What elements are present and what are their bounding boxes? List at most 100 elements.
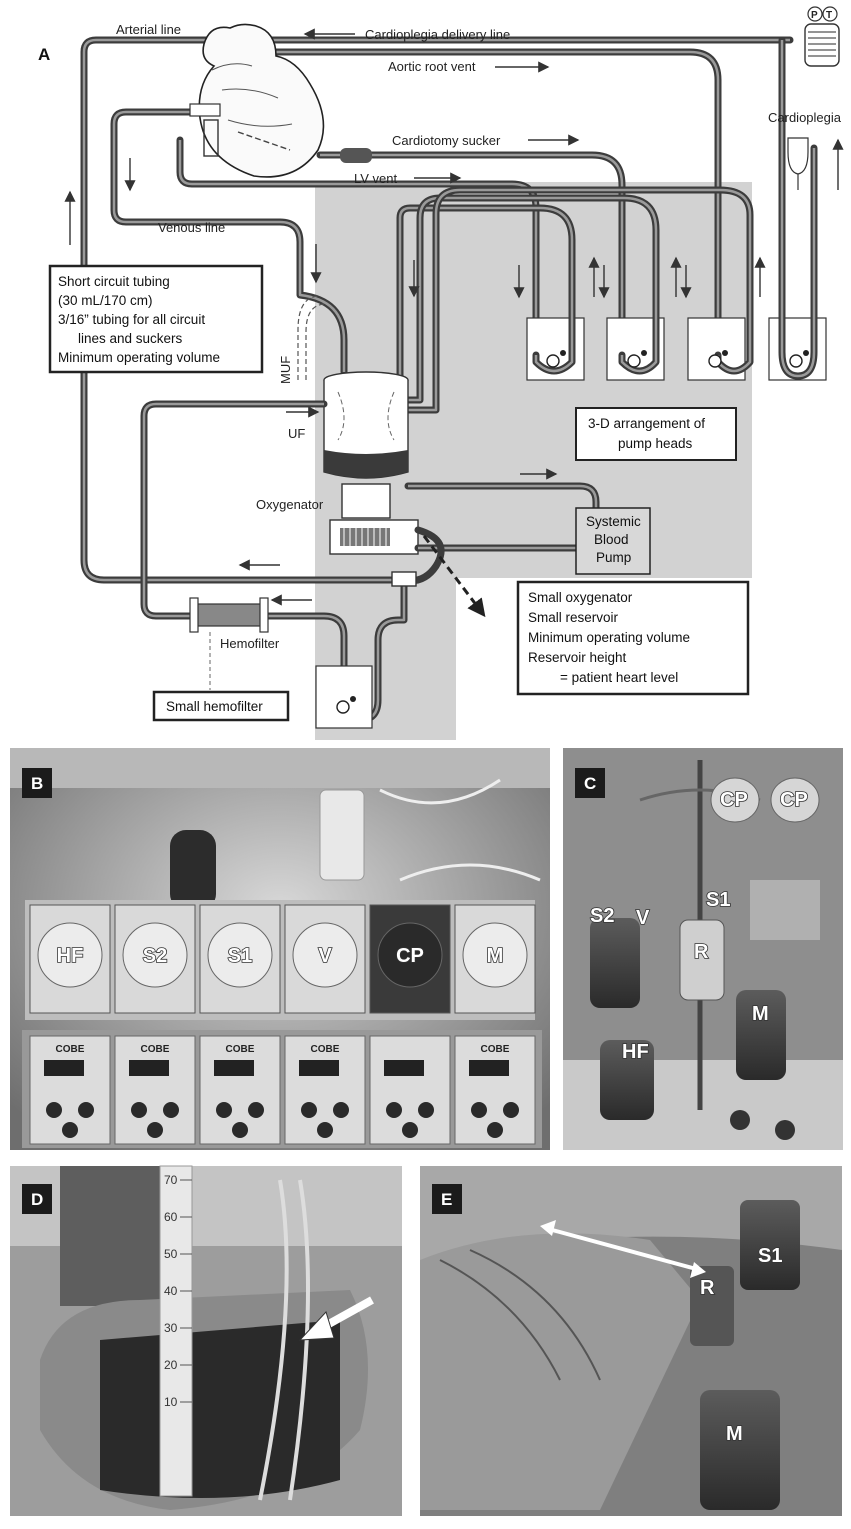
pump-label: S2 xyxy=(143,945,167,967)
panel-d-photo: 70 60 50 40 30 20 10 D xyxy=(10,1166,402,1516)
c-label-m: M xyxy=(752,1003,769,1025)
e-label-s1: S1 xyxy=(758,1245,782,1267)
console-display xyxy=(214,1060,254,1076)
heat-exchanger: P T xyxy=(805,7,839,66)
panel-e-photo: E S1 R M xyxy=(420,1166,842,1516)
scale-tick-label: 50 xyxy=(164,1247,178,1261)
console-brand: COBE xyxy=(226,1044,255,1055)
text-line: Systemic xyxy=(586,514,641,529)
c-label-s1: S1 xyxy=(706,889,730,911)
c-label-v: V xyxy=(636,907,650,929)
console-knob xyxy=(503,1102,519,1118)
console-brand: COBE xyxy=(141,1044,170,1055)
c-label-s2: S2 xyxy=(590,905,614,927)
text-line: Blood xyxy=(594,532,629,547)
label-cardioplegia-delivery-line: Cardioplegia delivery line xyxy=(365,27,510,42)
console-display xyxy=(44,1060,84,1076)
console-knob xyxy=(248,1102,264,1118)
t-connector xyxy=(392,572,416,586)
e-label-r: R xyxy=(700,1277,715,1299)
console-brand: COBE xyxy=(56,1044,85,1055)
console-knob xyxy=(402,1122,418,1138)
pump-label: CP xyxy=(396,945,424,967)
cardiotomy-sucker-connector xyxy=(340,148,372,163)
cardioplegia-bag xyxy=(788,138,808,190)
c-label-cp2: CP xyxy=(780,789,808,811)
console-knob xyxy=(216,1102,232,1118)
scale-tick-label: 30 xyxy=(164,1321,178,1335)
label-aortic-root-vent: Aortic root vent xyxy=(388,59,476,74)
console-knob xyxy=(418,1102,434,1118)
scale-tick-label: 40 xyxy=(164,1284,178,1298)
console-knob xyxy=(131,1102,147,1118)
console-knob xyxy=(46,1102,62,1118)
text-line: 3/16” tubing for all circuit xyxy=(58,312,205,327)
oxygenator-unit xyxy=(330,520,418,554)
text-line: Small reservoir xyxy=(528,610,619,625)
console-knob xyxy=(317,1122,333,1138)
label-venous-line: Venous line xyxy=(158,220,225,235)
small-hemofilter-label: Small hemofilter xyxy=(166,699,263,714)
text-line: pump heads xyxy=(618,436,693,451)
heart-illustration xyxy=(190,24,323,177)
label-lv-vent: LV vent xyxy=(354,171,398,186)
pump-label: V xyxy=(318,945,332,967)
label-hemofilter: Hemofilter xyxy=(220,636,280,651)
console-knob xyxy=(232,1122,248,1138)
text-line: (30 mL/170 cm) xyxy=(58,293,153,308)
console-knob xyxy=(471,1102,487,1118)
console-display xyxy=(384,1060,424,1076)
c-label-cp1: CP xyxy=(720,789,748,811)
console-knob xyxy=(78,1102,94,1118)
pump-label: HF xyxy=(57,945,84,967)
svg-text:T: T xyxy=(826,10,832,21)
panel-a-letter: A xyxy=(38,45,50,64)
console-knob xyxy=(301,1102,317,1118)
label-arterial-line: Arterial line xyxy=(116,22,181,37)
text-line: 3-D arrangement of xyxy=(588,416,705,431)
console-knob xyxy=(487,1122,503,1138)
panel-d-letter: D xyxy=(31,1190,43,1209)
text-line: lines and suckers xyxy=(78,331,183,346)
label-cardiotomy-sucker: Cardiotomy sucker xyxy=(392,133,501,148)
text-line: Minimum operating volume xyxy=(58,350,220,365)
panel-b-letter: B xyxy=(31,774,43,793)
console-knob xyxy=(147,1122,163,1138)
e-label-m: M xyxy=(726,1423,743,1445)
c-label-r: R xyxy=(694,941,709,963)
text-line: Reservoir height xyxy=(528,650,627,665)
reservoir xyxy=(324,372,408,478)
console-display xyxy=(469,1060,509,1076)
panel-e-letter: E xyxy=(441,1190,452,1209)
scale-tick-label: 70 xyxy=(164,1173,178,1187)
console-knob xyxy=(163,1102,179,1118)
console-display xyxy=(299,1060,339,1076)
label-oxygenator: Oxygenator xyxy=(256,497,324,512)
console-brand: COBE xyxy=(481,1044,510,1055)
scale-tick-label: 10 xyxy=(164,1395,178,1409)
console-display xyxy=(129,1060,169,1076)
text-line: Minimum operating volume xyxy=(528,630,690,645)
oxygenator-body xyxy=(342,484,390,518)
text-line: Short circuit tubing xyxy=(58,274,170,289)
c-label-hf: HF xyxy=(622,1041,649,1063)
scale-tick-label: 20 xyxy=(164,1358,178,1372)
console-knob xyxy=(62,1122,78,1138)
label-uf: UF xyxy=(288,426,305,441)
panel-a-schematic: A xyxy=(38,7,842,740)
svg-text:P: P xyxy=(811,10,818,21)
label-cardioplegia: Cardioplegia xyxy=(768,110,842,125)
console-knob xyxy=(333,1102,349,1118)
text-line: Small oxygenator xyxy=(528,590,633,605)
label-muf: MUF xyxy=(278,356,293,384)
pump-label: S1 xyxy=(228,945,252,967)
panel-b-photo: HF S2 S1 V CP M COBE COBE COBE COBE COBE B xyxy=(10,748,550,1150)
panel-c-photo: C CP CP S2 V S1 R M HF xyxy=(563,748,843,1150)
console-brand: COBE xyxy=(311,1044,340,1055)
console-knob xyxy=(386,1102,402,1118)
pump-label: M xyxy=(487,945,504,967)
scale-tick-label: 60 xyxy=(164,1210,178,1224)
text-line: Pump xyxy=(596,550,631,565)
text-line: = patient heart level xyxy=(560,670,678,685)
